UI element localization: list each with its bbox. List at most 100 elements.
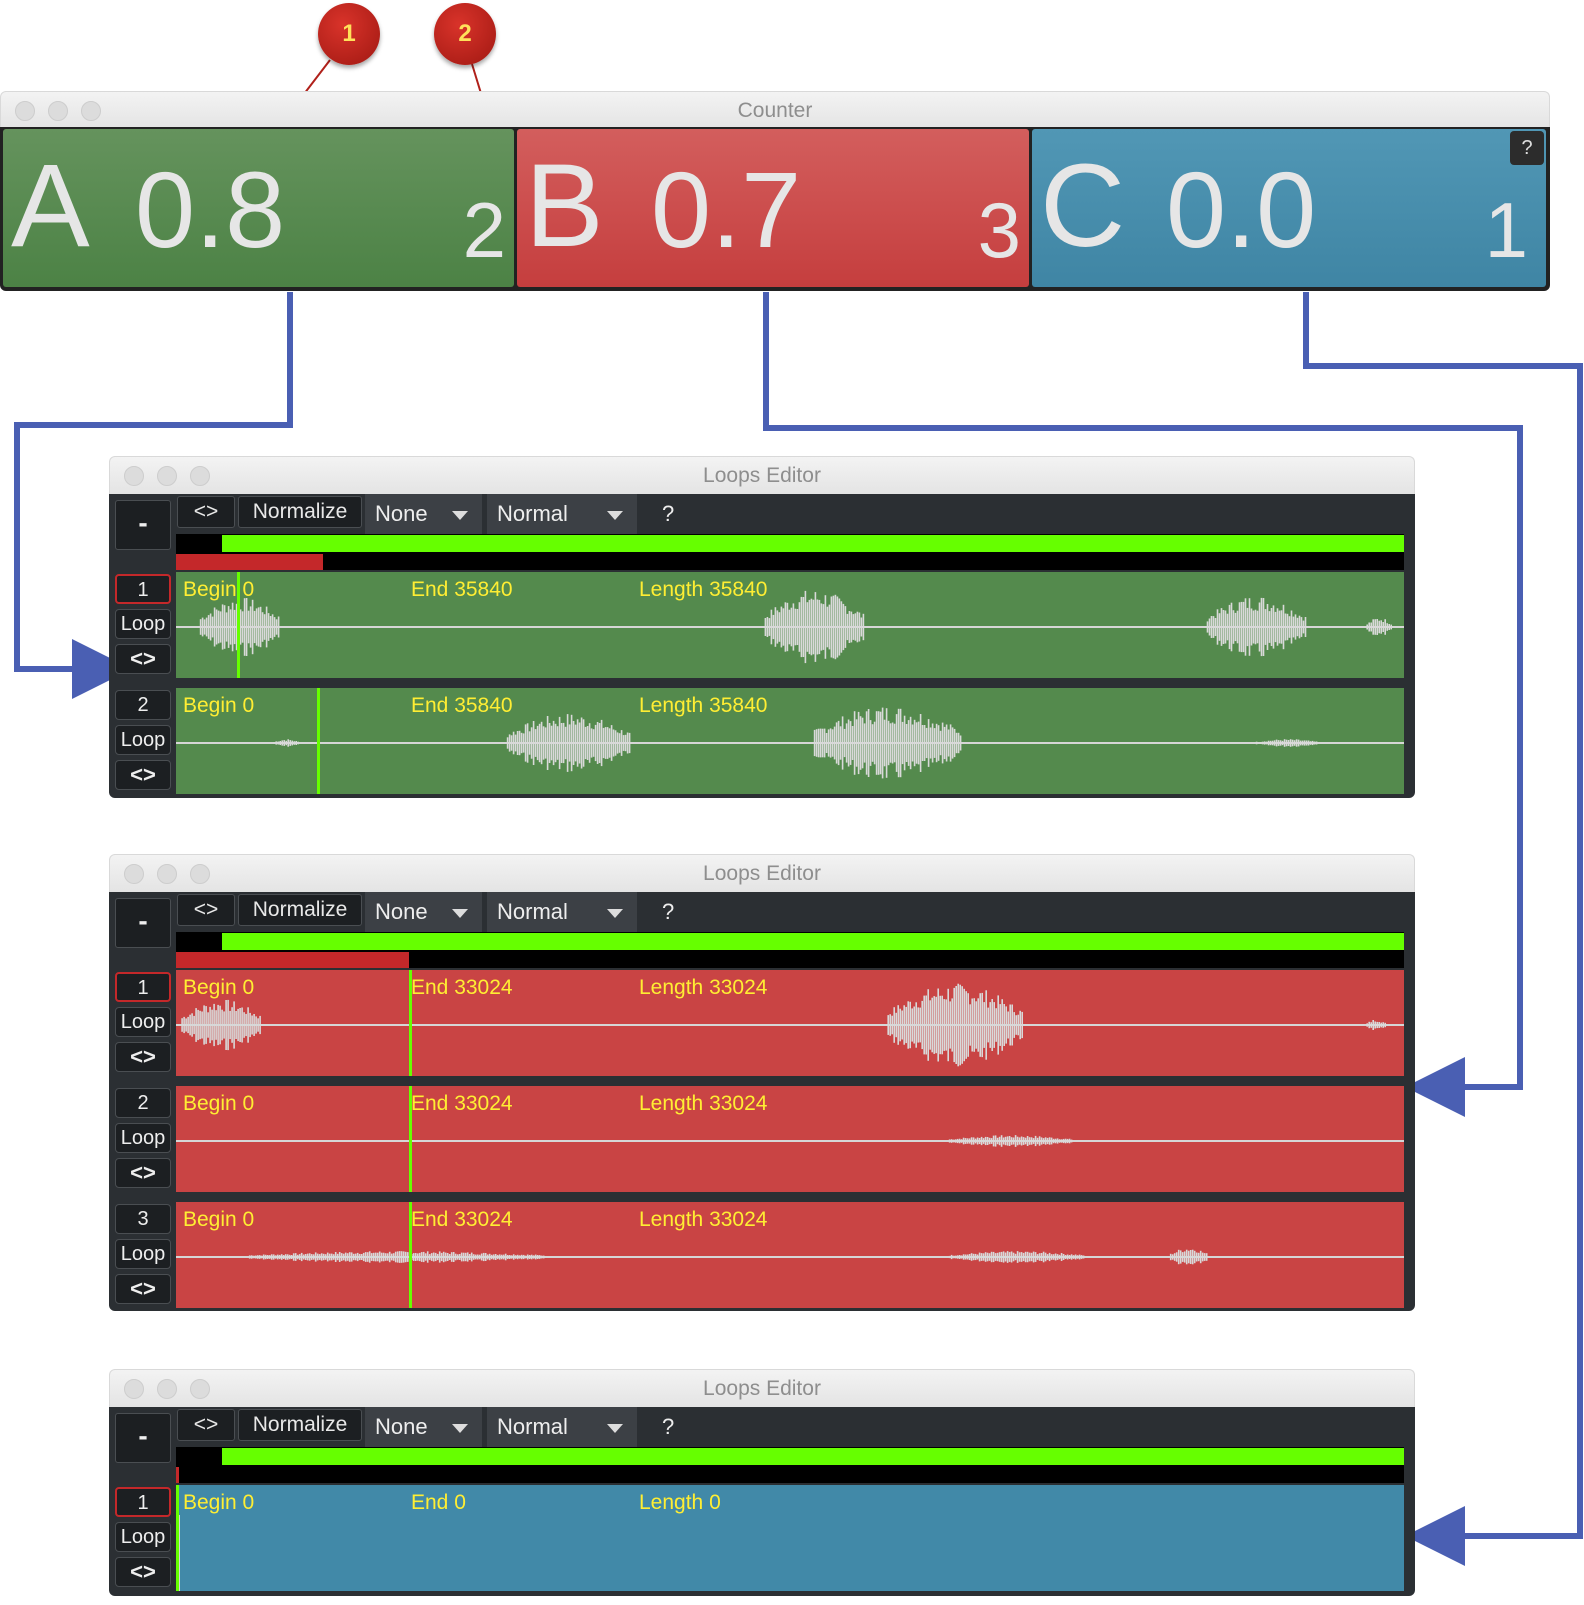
track-swap-button[interactable]: <> <box>115 644 171 674</box>
normalize-button[interactable]: Normalize <box>238 894 362 926</box>
track-number-button[interactable]: 1 <box>115 1487 171 1517</box>
track-loop-button[interactable]: Loop <box>115 609 171 639</box>
position-fill <box>222 535 1404 552</box>
position-fill <box>222 1448 1404 1465</box>
track-swap-button[interactable]: <> <box>115 760 171 790</box>
track-loop-button[interactable]: Loop <box>115 1007 171 1037</box>
counter-panel-b[interactable]: B 0.7 3 <box>517 129 1029 287</box>
playhead-cursor[interactable] <box>176 1485 179 1591</box>
position-bar[interactable] <box>176 1447 1404 1465</box>
position-bar[interactable] <box>176 534 1404 552</box>
swap-button[interactable]: <> <box>177 894 235 926</box>
close-window-icon[interactable] <box>124 466 144 486</box>
normalize-button[interactable]: Normalize <box>238 1409 362 1441</box>
mode-dropdown-value: None <box>375 501 428 526</box>
track-swap-button[interactable]: <> <box>115 1042 171 1072</box>
begin-label: Begin 0 <box>183 1208 255 1231</box>
close-window-icon[interactable] <box>124 864 144 884</box>
minimize-window-icon[interactable] <box>157 1379 177 1399</box>
track-swap-button[interactable]: <> <box>115 1557 171 1587</box>
length-label: Length 33024 <box>639 1208 768 1231</box>
chevron-down-icon <box>607 909 623 918</box>
minus-button[interactable]: - <box>115 898 171 948</box>
zoom-window-icon[interactable] <box>190 1379 210 1399</box>
track-number-button[interactable]: 1 <box>115 574 171 604</box>
progress-bar[interactable] <box>176 1465 1404 1483</box>
blend-dropdown[interactable]: Normal <box>487 892 637 932</box>
chevron-down-icon <box>452 909 468 918</box>
blend-dropdown[interactable]: Normal <box>487 1407 637 1447</box>
playhead-cursor[interactable] <box>317 688 320 794</box>
playhead-cursor[interactable] <box>409 1086 412 1192</box>
editor-titlebar: Loops Editor <box>109 1369 1415 1407</box>
zoom-window-icon[interactable] <box>190 864 210 884</box>
counter-panel-c[interactable]: C 0.0 1 ? <box>1032 129 1546 287</box>
track-swap-button[interactable]: <> <box>115 1274 171 1304</box>
swap-button[interactable]: <> <box>177 496 235 528</box>
minimize-window-icon[interactable] <box>157 864 177 884</box>
counter-window: A 0.8 2 B 0.7 3 C 0.0 1 ? <box>0 127 1550 291</box>
normalize-button[interactable]: Normalize <box>238 496 362 528</box>
mode-dropdown[interactable]: None <box>365 494 482 534</box>
begin-label: Begin 0 <box>183 1491 255 1514</box>
blend-dropdown[interactable]: Normal <box>487 494 637 534</box>
track-loop-button[interactable]: Loop <box>115 1522 171 1552</box>
editor-help-button[interactable]: ? <box>662 899 675 924</box>
end-label: End 33024 <box>411 976 513 999</box>
blend-dropdown-value: Normal <box>497 1414 568 1439</box>
mode-dropdown[interactable]: None <box>365 1407 482 1447</box>
track-loop-button[interactable]: Loop <box>115 725 171 755</box>
mode-dropdown-value: None <box>375 1414 428 1439</box>
track-number-button[interactable]: 3 <box>115 1204 171 1234</box>
zoom-window-icon[interactable] <box>190 466 210 486</box>
editor-title: Loops Editor <box>703 862 821 885</box>
progress-bar[interactable] <box>176 552 1404 570</box>
counter-count: 1 <box>1484 186 1528 274</box>
position-bar[interactable] <box>176 932 1404 950</box>
playhead-cursor[interactable] <box>409 1202 412 1308</box>
counter-count: 2 <box>462 186 506 274</box>
minimize-window-icon[interactable] <box>48 101 68 121</box>
mode-dropdown[interactable]: None <box>365 892 482 932</box>
playhead-cursor[interactable] <box>409 970 412 1076</box>
track-number-button[interactable]: 2 <box>115 690 171 720</box>
counter-help-button[interactable]: ? <box>1510 131 1544 165</box>
swap-button[interactable]: <> <box>177 1409 235 1441</box>
close-window-icon[interactable] <box>124 1379 144 1399</box>
track-loop-button[interactable]: Loop <box>115 1123 171 1153</box>
zoom-window-icon[interactable] <box>81 101 101 121</box>
track-swap-button[interactable]: <> <box>115 1158 171 1188</box>
minus-button[interactable]: - <box>115 500 171 550</box>
minus-button[interactable]: - <box>115 1413 171 1463</box>
mode-dropdown-value: None <box>375 899 428 924</box>
minimize-window-icon[interactable] <box>157 466 177 486</box>
track-number-button[interactable]: 1 <box>115 972 171 1002</box>
track-loop-button[interactable]: Loop <box>115 1239 171 1269</box>
counter-name: C <box>1040 140 1126 272</box>
annotation-badge-1: 1 <box>318 3 380 65</box>
connector-b <box>763 292 1523 1117</box>
editor-help-button[interactable]: ? <box>662 501 675 526</box>
editor-help-button[interactable]: ? <box>662 1414 675 1439</box>
waveform-area[interactable]: Begin 0 End 33024 Length 33024 <box>176 1202 1404 1308</box>
close-window-icon[interactable] <box>15 101 35 121</box>
blend-dropdown-value: Normal <box>497 899 568 924</box>
counter-panel-a[interactable]: A 0.8 2 <box>3 129 514 287</box>
track-number-button[interactable]: 2 <box>115 1088 171 1118</box>
playhead-cursor[interactable] <box>237 572 240 678</box>
chevron-down-icon <box>607 511 623 520</box>
end-label: End 33024 <box>411 1208 513 1231</box>
progress-bar[interactable] <box>176 950 1404 968</box>
